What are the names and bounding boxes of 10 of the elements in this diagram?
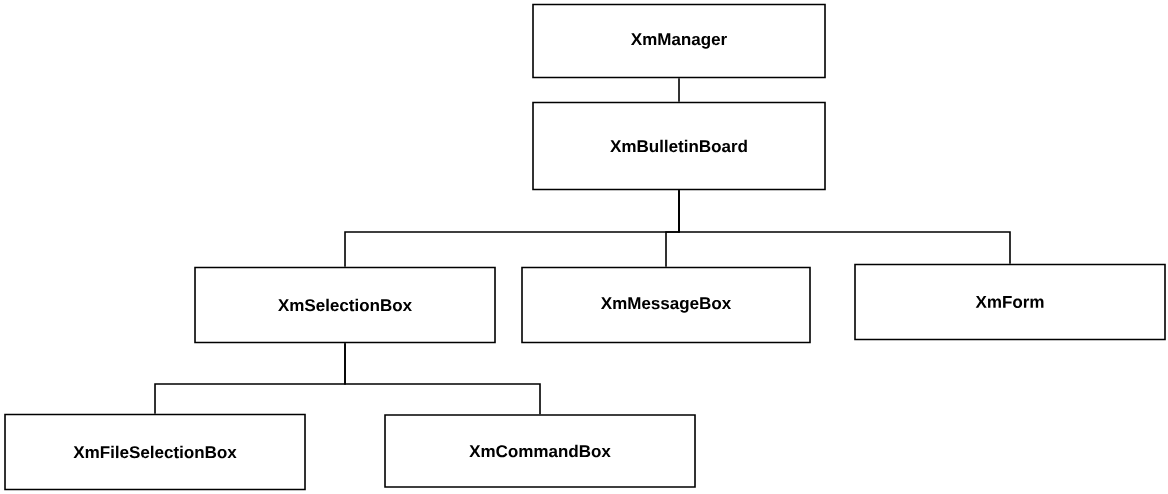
class-box: XmManager [532,3,826,79]
class-box: XmBulletinBoard [532,101,826,191]
class-box: XmMessageBox [521,266,811,344]
class-box: XmCommandBox [384,414,696,488]
connector-line [344,342,541,415]
class-box: XmFileSelectionBox [4,413,306,491]
connector-line [678,77,680,103]
class-box: XmForm [854,263,1166,341]
connector-line [678,189,1011,265]
class-box: XmSelectionBox [194,266,496,344]
